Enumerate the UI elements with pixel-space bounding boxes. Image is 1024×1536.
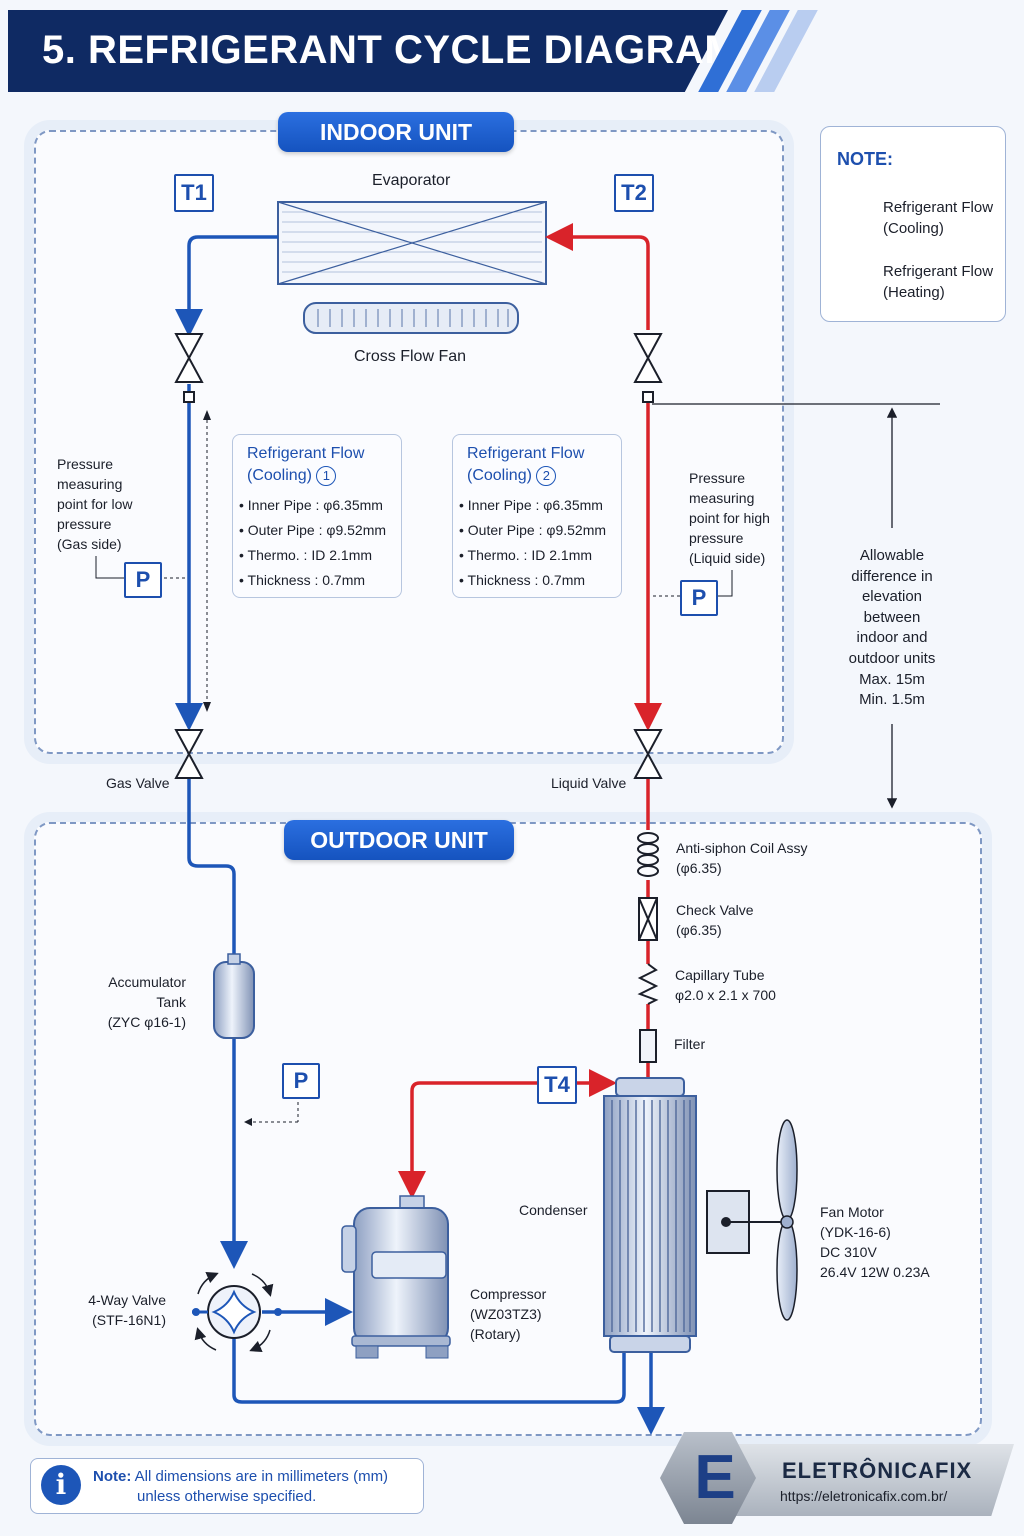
logo-url: https://eletronicafix.com.br/ xyxy=(780,1488,948,1504)
legend-heating-label: Refrigerant Flow(Heating) xyxy=(883,263,994,301)
spec-item: • Outer Pipe : φ9.52mm xyxy=(459,522,607,538)
cross-flow-fan-label: Cross Flow Fan xyxy=(354,348,467,365)
sensor-t2: T2 xyxy=(614,174,654,212)
circled-number: 1 xyxy=(316,466,337,486)
spec-item: • Thickness : 0.7mm xyxy=(459,572,586,588)
circled-number: 2 xyxy=(536,466,557,486)
anti-siphon-label: Anti-siphon Coil Assy(φ6.35) xyxy=(676,840,808,876)
legend-cooling-label: Refrigerant Flow(Cooling) xyxy=(883,199,994,237)
spec-card-2: Refrigerant Flow (Cooling) 2 • Inner Pip… xyxy=(452,434,622,598)
gas-valve-label: Gas Valve xyxy=(106,775,170,791)
gas-valve xyxy=(174,729,204,779)
high-pressure-note: Pressure measuring point for high pressu… xyxy=(689,470,770,566)
logo-name: ELETRÔNICAFIX xyxy=(782,1458,973,1483)
evaporator xyxy=(277,201,547,285)
footnote-box: i Note: All dimensions are in millimeter… xyxy=(30,1458,424,1514)
spec-item: • Outer Pipe : φ9.52mm xyxy=(239,522,387,538)
indoor-unit-label: INDOOR UNIT xyxy=(278,112,514,152)
compressor xyxy=(341,1195,451,1359)
sensor-t1: T1 xyxy=(174,174,214,212)
pressure-point-low: P xyxy=(124,562,162,598)
four-way-valve xyxy=(192,1272,282,1352)
page-title: 5. REFRIGERANT CYCLE DIAGRAM xyxy=(42,28,739,72)
spec-item: • Thickness : 0.7mm xyxy=(239,572,366,588)
elevation-arrow xyxy=(652,403,940,809)
info-icon: i xyxy=(41,1465,81,1505)
condenser-label: Condenser xyxy=(519,1202,588,1218)
logo-band xyxy=(730,1444,1014,1516)
fan-motor xyxy=(706,1119,798,1321)
filter-label: Filter xyxy=(674,1036,706,1052)
spec-card-heading: Refrigerant Flow (Cooling) 1 xyxy=(247,445,365,486)
filter xyxy=(639,1029,657,1063)
condenser xyxy=(603,1077,697,1353)
cross-flow-fan xyxy=(303,302,519,334)
pressure-point-high: P xyxy=(680,580,718,616)
liquid-valve-label: Liquid Valve xyxy=(551,775,627,791)
elevation-note: Allowable difference in elevation betwee… xyxy=(848,547,936,709)
outdoor-unit-panel xyxy=(34,822,982,1436)
check-valve xyxy=(638,897,658,941)
outdoor-unit-label: OUTDOOR UNIT xyxy=(284,820,514,860)
valve-t1-side xyxy=(174,333,204,403)
legend-title: NOTE: xyxy=(837,149,893,169)
logo-letter: E xyxy=(694,1443,736,1512)
legend-box: NOTE: Refrigerant Flow(Cooling) Refriger… xyxy=(820,126,1006,322)
title-banner xyxy=(8,10,728,92)
four-way-valve-label: 4-Way Valve(STF-16N1) xyxy=(88,1292,166,1328)
spec-item: • Inner Pipe : φ6.35mm xyxy=(239,497,383,513)
spec-card-1: Refrigerant Flow (Cooling) 1 • Inner Pip… xyxy=(232,434,402,598)
accumulator-tank xyxy=(213,953,255,1039)
spec-item: • Thermo. : ID 2.1mm xyxy=(459,547,593,563)
low-pressure-note: Pressure measuring point for low pressur… xyxy=(57,456,133,552)
footnote-text: Note: All dimensions are in millimeters … xyxy=(93,1468,389,1505)
valve-t2-side xyxy=(633,333,663,403)
evaporator-label: Evaporator xyxy=(372,172,451,189)
liquid-side-pipe xyxy=(398,223,662,1199)
pressure-point-outdoor: P xyxy=(282,1063,320,1099)
spec-card-heading: Refrigerant Flow (Cooling) 2 xyxy=(467,445,585,486)
capillary-tube xyxy=(637,963,659,1005)
logo-hexagon xyxy=(660,1432,756,1524)
sensor-t4: T4 xyxy=(537,1066,577,1104)
spec-item: • Inner Pipe : φ6.35mm xyxy=(459,497,603,513)
check-valve-label: Check Valve(φ6.35) xyxy=(676,902,754,938)
gas-side-pipe xyxy=(175,235,665,1435)
liquid-valve xyxy=(633,729,663,779)
compressor-label: Compressor(WZ03TZ3)(Rotary) xyxy=(470,1286,547,1342)
spec-item: • Thermo. : ID 2.1mm xyxy=(239,547,373,563)
anti-siphon-coil xyxy=(637,832,659,877)
